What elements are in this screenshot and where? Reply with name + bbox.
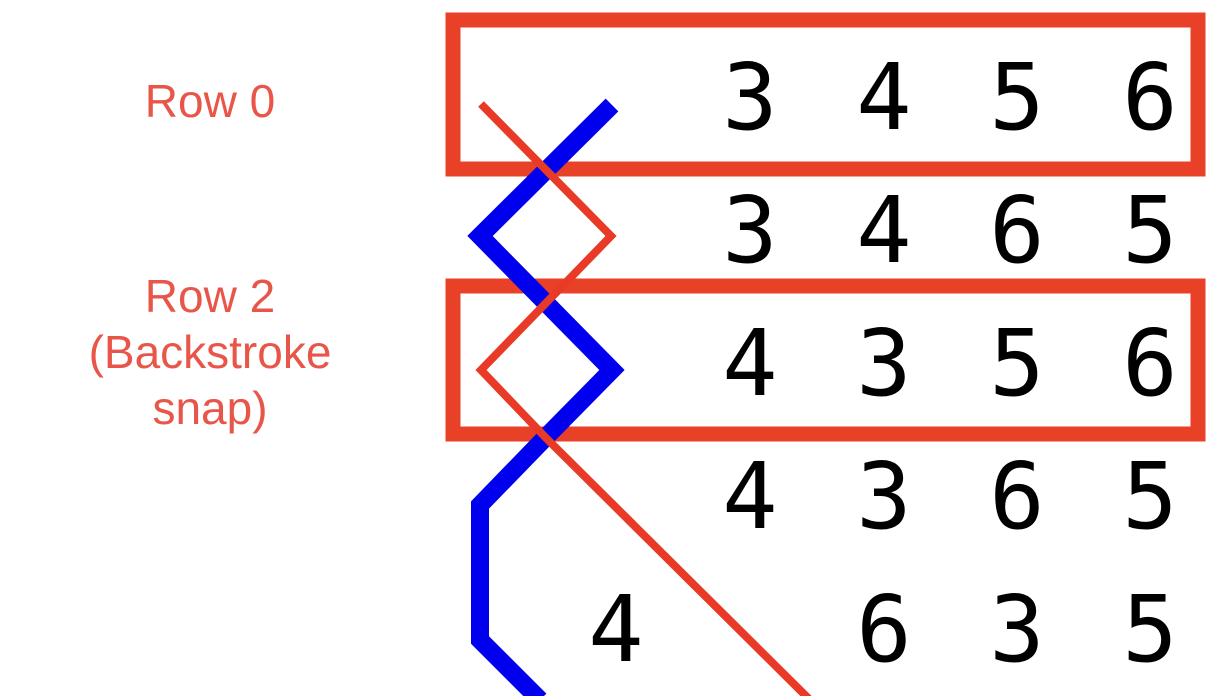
- row-2-label-line3: snap): [152, 382, 268, 434]
- row-2-digit-5: 6: [1122, 310, 1178, 417]
- row-4-digit-5: 5: [1122, 576, 1178, 683]
- row-2-digit-4: 5: [989, 310, 1045, 417]
- row-1-digit-3: 4: [856, 177, 912, 284]
- row-0-digit-2: 3: [722, 44, 778, 151]
- row-3-digit-3: 3: [856, 443, 912, 550]
- row-2-label-line2: (Backstroke: [88, 326, 332, 378]
- row-4-digit-3: 6: [856, 576, 912, 683]
- row-1-digit-5: 5: [1122, 177, 1178, 284]
- row-3-digit-2: 4: [722, 443, 778, 550]
- row-2-digit-2: 4: [722, 310, 778, 417]
- row-0-label: Row 0: [0, 73, 420, 129]
- row-2-label-line1: Row 2: [144, 270, 276, 322]
- row-2-digit-3: 3: [856, 310, 912, 417]
- row-2-highlight-box: [445, 278, 1206, 442]
- row-1-digit-2: 3: [722, 177, 778, 284]
- row-3-digit-4: 6: [989, 443, 1045, 550]
- row-0-digit-4: 5: [989, 44, 1045, 151]
- row-1-digit-4: 6: [989, 177, 1045, 284]
- row-2-label: Row 2 (Backstroke snap): [0, 268, 420, 436]
- row-4-digit-1: 4: [588, 576, 644, 683]
- row-0-digit-5: 6: [1122, 44, 1178, 151]
- row-3-digit-5: 5: [1122, 443, 1178, 550]
- row-0-digit-3: 4: [856, 44, 912, 151]
- row-4-digit-4: 3: [989, 576, 1045, 683]
- row-0-highlight-box: [445, 12, 1206, 177]
- red-bell-path: [475, 101, 812, 696]
- row-0-label-text: Row 0: [144, 75, 276, 127]
